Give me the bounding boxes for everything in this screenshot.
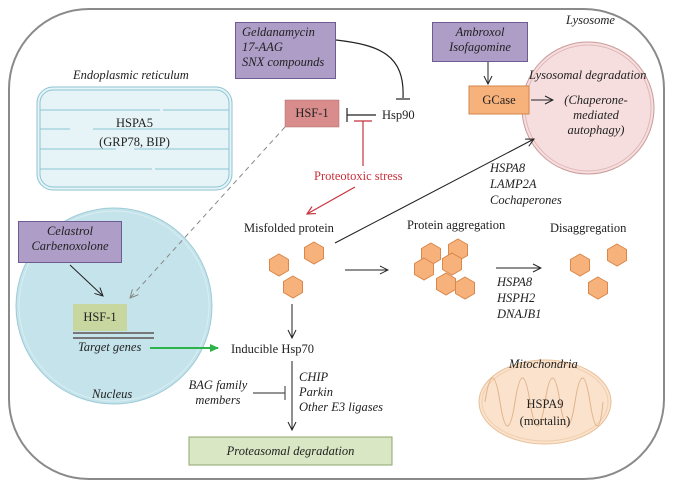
gcase-label: GCase	[482, 93, 516, 107]
e3-parkin: Parkin	[299, 385, 334, 399]
misfolded-protein-label: Misfolded protein	[244, 221, 334, 235]
hsf1-nucleus-box	[73, 304, 127, 331]
hsf1-cytoplasm-label: HSF-1	[295, 106, 329, 120]
cma-line-1: (Chaperone-	[564, 93, 628, 107]
lysosomal-degradation-label: Lysosomal degradation	[529, 68, 647, 82]
cma-factor-hspa8: HSPA8	[490, 161, 526, 175]
disaggregation-label: Disaggregation	[550, 221, 627, 235]
hsp90-inhibitor-drugs: Geldanamycin 17-AAG SNX compounds	[235, 22, 336, 79]
drug-ambroxol: Ambroxol	[455, 25, 505, 39]
mitochondria	[478, 359, 612, 445]
gcase-box	[468, 85, 530, 115]
proteotoxic-stress-label: Proteotoxic stress	[314, 169, 403, 183]
e3-other: Other E3 ligases	[299, 400, 384, 414]
disaggregase-dnajb1: DNAJB1	[497, 307, 542, 321]
celastrol-to-hsf1-arrow	[69, 264, 103, 296]
hsf1-translocation-arrow	[130, 126, 286, 298]
target-genes-label: Target genes	[78, 340, 142, 354]
misfolded-hexagon	[304, 241, 324, 265]
drug-isofagomine: Isofagomine	[449, 40, 511, 54]
misfolded-hexagon	[269, 253, 289, 277]
mitochondria-protein-alias: (mortalin)	[519, 414, 571, 428]
proteasomal-degradation-box	[188, 436, 393, 466]
lysosome-label: Lysosome	[566, 13, 615, 27]
cma-line-3: autophagy)	[567, 123, 625, 137]
er-protein-aliases: (GRP78, BIP)	[99, 135, 170, 149]
drug-celastrol: Celastrol	[46, 224, 94, 238]
hsf1-activator-drugs: Celastrol Carbenoxolone	[18, 221, 122, 263]
disaggregated-hexagon	[607, 243, 627, 267]
hsp90-label: Hsp90	[382, 108, 415, 122]
drug-geldanamycin: Geldanamycin	[242, 25, 315, 39]
stress-to-misfolded-arrow	[307, 186, 356, 214]
aggregated-hexagon	[455, 276, 475, 300]
er-protein: HSPA5	[115, 116, 154, 130]
cma-factor-cochaperones: Cochaperones	[490, 193, 562, 207]
cma-line-2: mediated	[573, 108, 619, 122]
endoplasmic-reticulum	[36, 86, 233, 191]
aggregated-hexagon	[436, 272, 456, 296]
protein-aggregation-label: Protein aggregation	[407, 218, 506, 232]
er-label: Endoplasmic reticulum	[73, 68, 189, 82]
gcase-chaperone-drugs: Ambroxol Isofagomine	[432, 22, 528, 62]
disaggregase-hspa8: HSPA8	[497, 275, 533, 289]
drug-carbenoxolone: Carbenoxolone	[31, 239, 109, 253]
inhibit-hsp90-curve	[335, 39, 404, 99]
misfolded-hexagon	[283, 275, 303, 299]
disaggregated-hexagon	[588, 276, 608, 300]
hsf1-nucleus-label: HSF-1	[83, 310, 117, 324]
mitochondria-label: Mitochondria	[509, 357, 578, 371]
drug-17-aag: 17-AAG	[242, 40, 283, 54]
nucleus-label: Nucleus	[92, 387, 133, 401]
protein-hexagons	[269, 238, 627, 300]
proteasomal-degradation-label: Proteasomal degradation	[226, 444, 355, 458]
cma-factor-lamp2a: LAMP2A	[490, 177, 537, 191]
aggregated-hexagon	[442, 252, 462, 276]
inducible-hsp70-label: Inducible Hsp70	[231, 342, 314, 356]
hsf1-cytoplasm-box	[284, 99, 340, 128]
e3-chip: CHIP	[299, 370, 329, 384]
bag-line-2: members	[195, 393, 241, 407]
misfolded-to-lysosome-arrow	[334, 139, 534, 244]
drug-snx: SNX compounds	[242, 55, 325, 69]
disaggregated-hexagon	[570, 253, 590, 277]
bag-line-1: BAG family	[188, 378, 248, 392]
disaggregase-hsph2: HSPH2	[497, 291, 536, 305]
mitochondria-protein: HSPA9	[526, 397, 564, 411]
aggregated-hexagon	[414, 257, 434, 281]
cell-membrane	[8, 8, 665, 480]
